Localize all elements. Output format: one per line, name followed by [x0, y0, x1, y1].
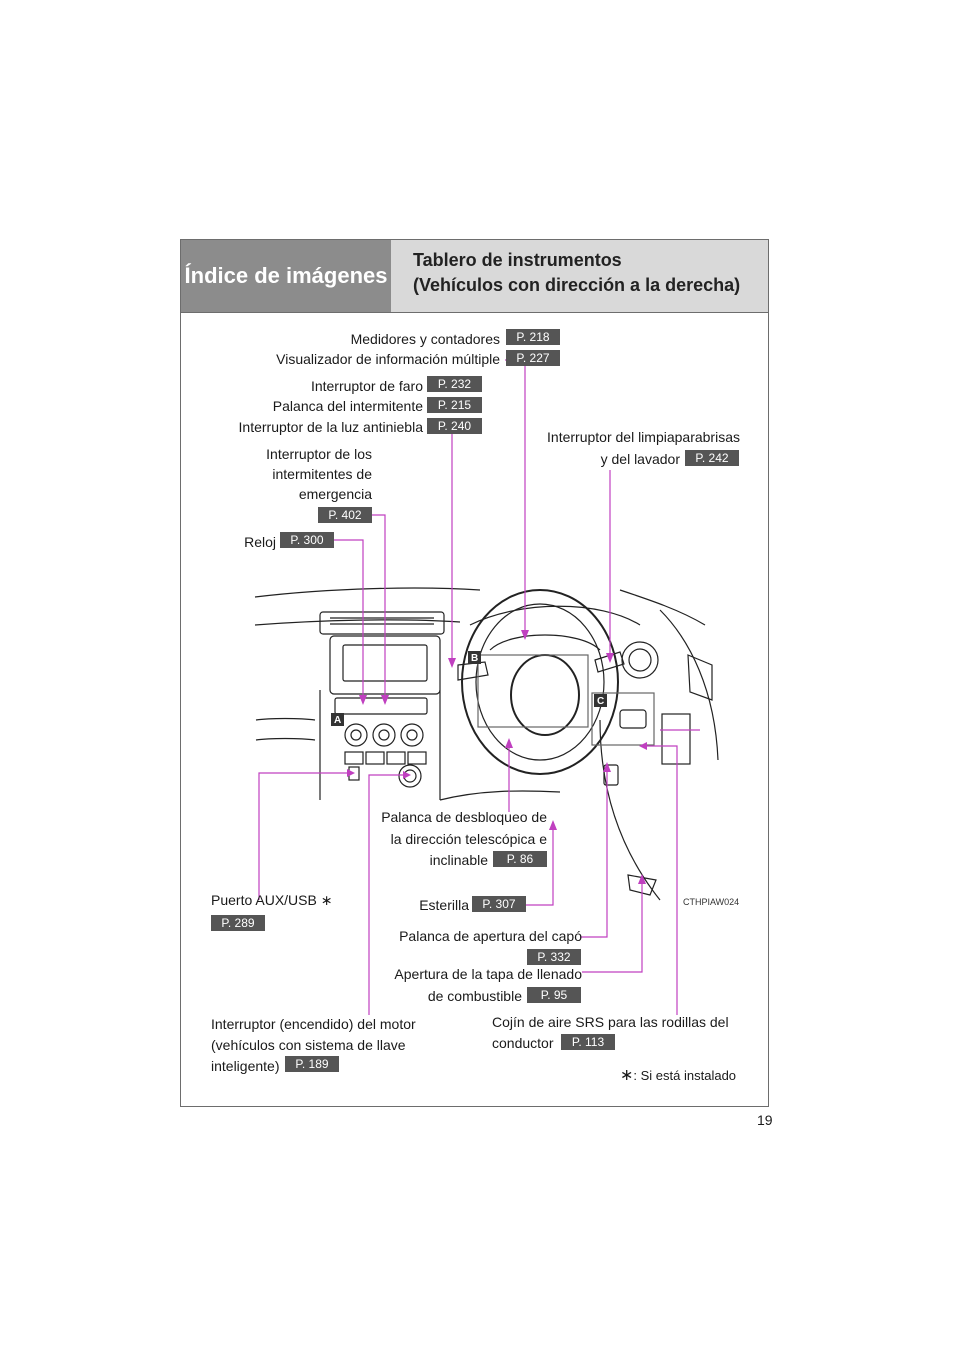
marker-b-box: [468, 651, 481, 664]
page-title: Tablero de instrumentos (Vehículos con d…: [391, 240, 768, 312]
label-wiper-line2: y del lavador: [600, 451, 680, 467]
page-ref-headlight-switch[interactable]: P. 232: [427, 376, 482, 392]
title-line-2: (Vehículos con dirección a la derecha): [413, 275, 741, 295]
label-multi-info-display: Visualizador de información múltiple: [276, 351, 500, 367]
section-tab: Índice de imágenes: [181, 240, 391, 312]
page-ref-engine[interactable]: P. 189: [285, 1056, 339, 1072]
label-tilt-line3: inclinable: [429, 852, 488, 868]
page-ref-fuel[interactable]: P. 95: [527, 987, 581, 1003]
page-ref-aux-usb[interactable]: P. 289: [211, 915, 265, 931]
footnote-star-icon: ∗: [620, 1067, 634, 1084]
label-fuel-line1: Apertura de la tapa de llenado: [394, 966, 582, 982]
label-wiper-line1: Interruptor del limpiaparabrisas: [547, 429, 740, 445]
label-clock: Reloj: [244, 534, 276, 550]
label-headlight-switch: Interruptor de faro: [310, 378, 423, 394]
label-engine-line2: (vehículos con sistema de llave: [211, 1037, 406, 1053]
label-fog-light-switch: Interruptor de la luz antiniebla: [238, 419, 423, 435]
label-hazard-line2: intermitentes de: [272, 466, 372, 482]
leader-arrowheads: [347, 630, 647, 884]
marker-a: A: [334, 715, 342, 726]
label-tilt-line1: Palanca de desbloqueo de: [381, 809, 547, 825]
label-meters: Medidores y contadores: [350, 331, 500, 347]
label-floor-mat: Esterilla: [419, 897, 469, 913]
page-ref-floor-mat[interactable]: P. 307: [472, 896, 526, 912]
footnote: ∗: Si está instalado: [620, 1067, 736, 1084]
page-ref-fog-light-switch[interactable]: P. 240: [427, 418, 482, 434]
label-aux-usb-text: Puerto AUX/USB: [211, 892, 317, 908]
illustration-code: CTHPIAW024: [683, 897, 740, 907]
header-divider: [181, 312, 768, 313]
label-aux-usb: Puerto AUX/USB ∗: [211, 892, 332, 909]
page-number: 19: [757, 1112, 773, 1128]
page-ref-tilt[interactable]: P. 86: [493, 851, 547, 867]
content-frame: [180, 239, 769, 1107]
label-engine-line3: inteligente): [211, 1058, 280, 1074]
label-fuel-line2: de combustible: [427, 988, 522, 1004]
page-ref-hazard[interactable]: P. 402: [318, 507, 372, 523]
footnote-star-icon: ∗: [320, 892, 333, 908]
label-knee-airbag-line2: conductor: [492, 1035, 554, 1051]
label-hood-lever: Palanca de apertura del capó: [399, 928, 582, 944]
label-knee-airbag-line1: Cojín de aire SRS para las rodillas del: [492, 1014, 729, 1030]
marker-c-box: [594, 694, 607, 707]
label-turn-signal-lever: Palanca del intermitente: [272, 398, 423, 414]
marker-a-box: [331, 713, 344, 726]
title-line-1: Tablero de instrumentos: [413, 250, 622, 270]
label-hazard-line3: emergencia: [298, 486, 372, 502]
diagram-markers: [331, 651, 607, 726]
page-ref-multi-info-display[interactable]: P. 227: [506, 350, 560, 366]
page-ref-wiper[interactable]: P. 242: [685, 450, 739, 466]
label-tilt-line2: la dirección telescópica e: [390, 831, 547, 847]
footnote-text: : Si está instalado: [633, 1068, 737, 1083]
page-ref-hood-lever[interactable]: P. 332: [527, 949, 581, 965]
page-ref-clock[interactable]: P. 300: [280, 532, 334, 548]
label-engine-line1: Interruptor (encendido) del motor: [211, 1016, 416, 1032]
marker-b: B: [471, 653, 479, 664]
page-ref-knee-airbag[interactable]: P. 113: [561, 1034, 615, 1050]
marker-c: C: [597, 696, 605, 707]
page-ref-turn-signal-lever[interactable]: P. 215: [427, 397, 482, 413]
label-hazard-line1: Interruptor de los: [266, 446, 372, 462]
page-ref-meters[interactable]: P. 218: [506, 329, 560, 345]
